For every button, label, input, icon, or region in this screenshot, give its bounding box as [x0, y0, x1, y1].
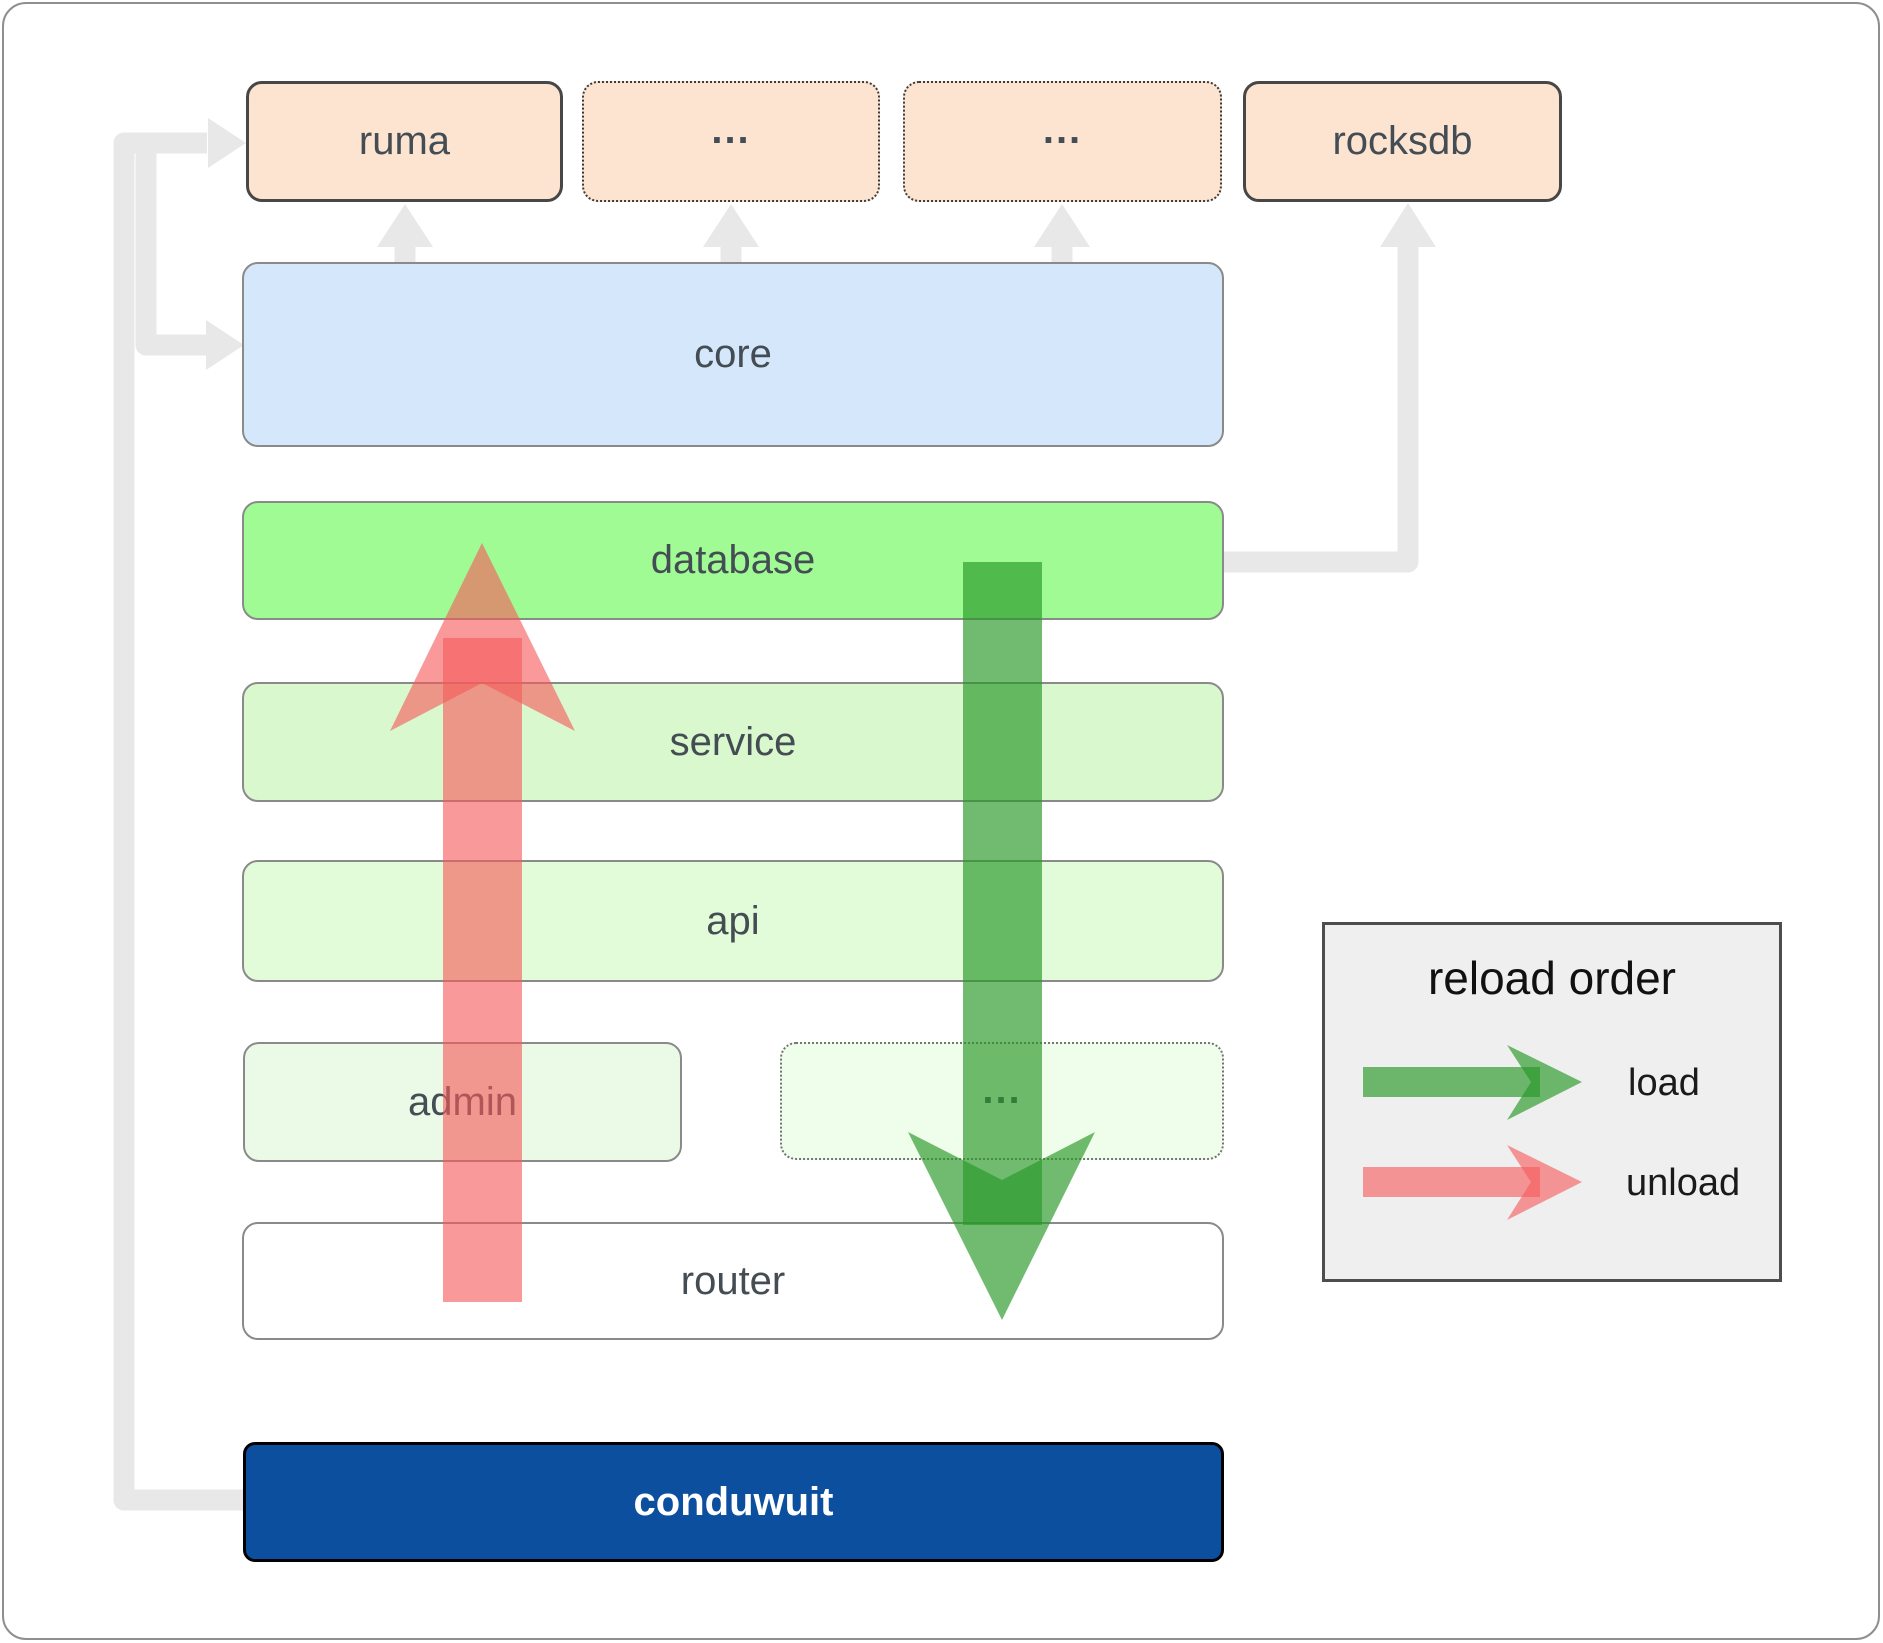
node-dependency-more-2: ... — [903, 81, 1222, 202]
node-conduwuit: conduwuit — [243, 1442, 1224, 1562]
node-api: api — [242, 860, 1224, 982]
node-service: service — [242, 682, 1224, 802]
legend-unload-label: unload — [1626, 1162, 1741, 1204]
database-to-rocksdb-connector — [1224, 246, 1419, 573]
node-dependency-more-1-label: ... — [711, 108, 751, 152]
node-conduwuit-label: conduwuit — [633, 1479, 834, 1524]
arrowhead-up-ruma-icon — [377, 204, 433, 247]
node-dependency-more-2-label: ... — [1042, 108, 1083, 152]
node-ruma-label: ruma — [358, 119, 451, 163]
arrowhead-up-more2-icon — [1034, 204, 1090, 247]
legend-load-label: load — [1628, 1062, 1700, 1104]
conduwuit-to-ruma-connector — [113, 132, 243, 1511]
node-service-more-label: ... — [982, 1067, 1022, 1112]
arrowhead-into-core-icon — [206, 320, 244, 370]
node-core: core — [242, 262, 1224, 447]
node-admin-label: admin — [408, 1079, 517, 1124]
node-service-more: ... — [780, 1042, 1224, 1160]
arrowhead-up-more1-icon — [703, 204, 759, 247]
node-database: database — [242, 501, 1224, 620]
node-rocksdb-label: rocksdb — [1332, 119, 1473, 163]
node-ruma: ruma — [246, 81, 563, 202]
legend-title: reload order — [1427, 952, 1677, 1004]
arrowhead-up-rocksdb-icon — [1380, 203, 1436, 247]
arrowhead-into-ruma-icon — [208, 118, 246, 168]
node-router: router — [242, 1222, 1224, 1340]
node-rocksdb: rocksdb — [1243, 81, 1562, 202]
node-service-label: service — [669, 719, 797, 764]
node-core-label: core — [694, 332, 772, 376]
node-dependency-more-1: ... — [582, 81, 880, 202]
node-admin: admin — [243, 1042, 682, 1162]
node-api-label: api — [706, 898, 760, 943]
node-database-label: database — [650, 538, 816, 582]
conduwuit-to-core-connector — [135, 150, 206, 356]
legend: reload order load unload — [1322, 922, 1782, 1282]
node-router-label: router — [680, 1258, 786, 1303]
